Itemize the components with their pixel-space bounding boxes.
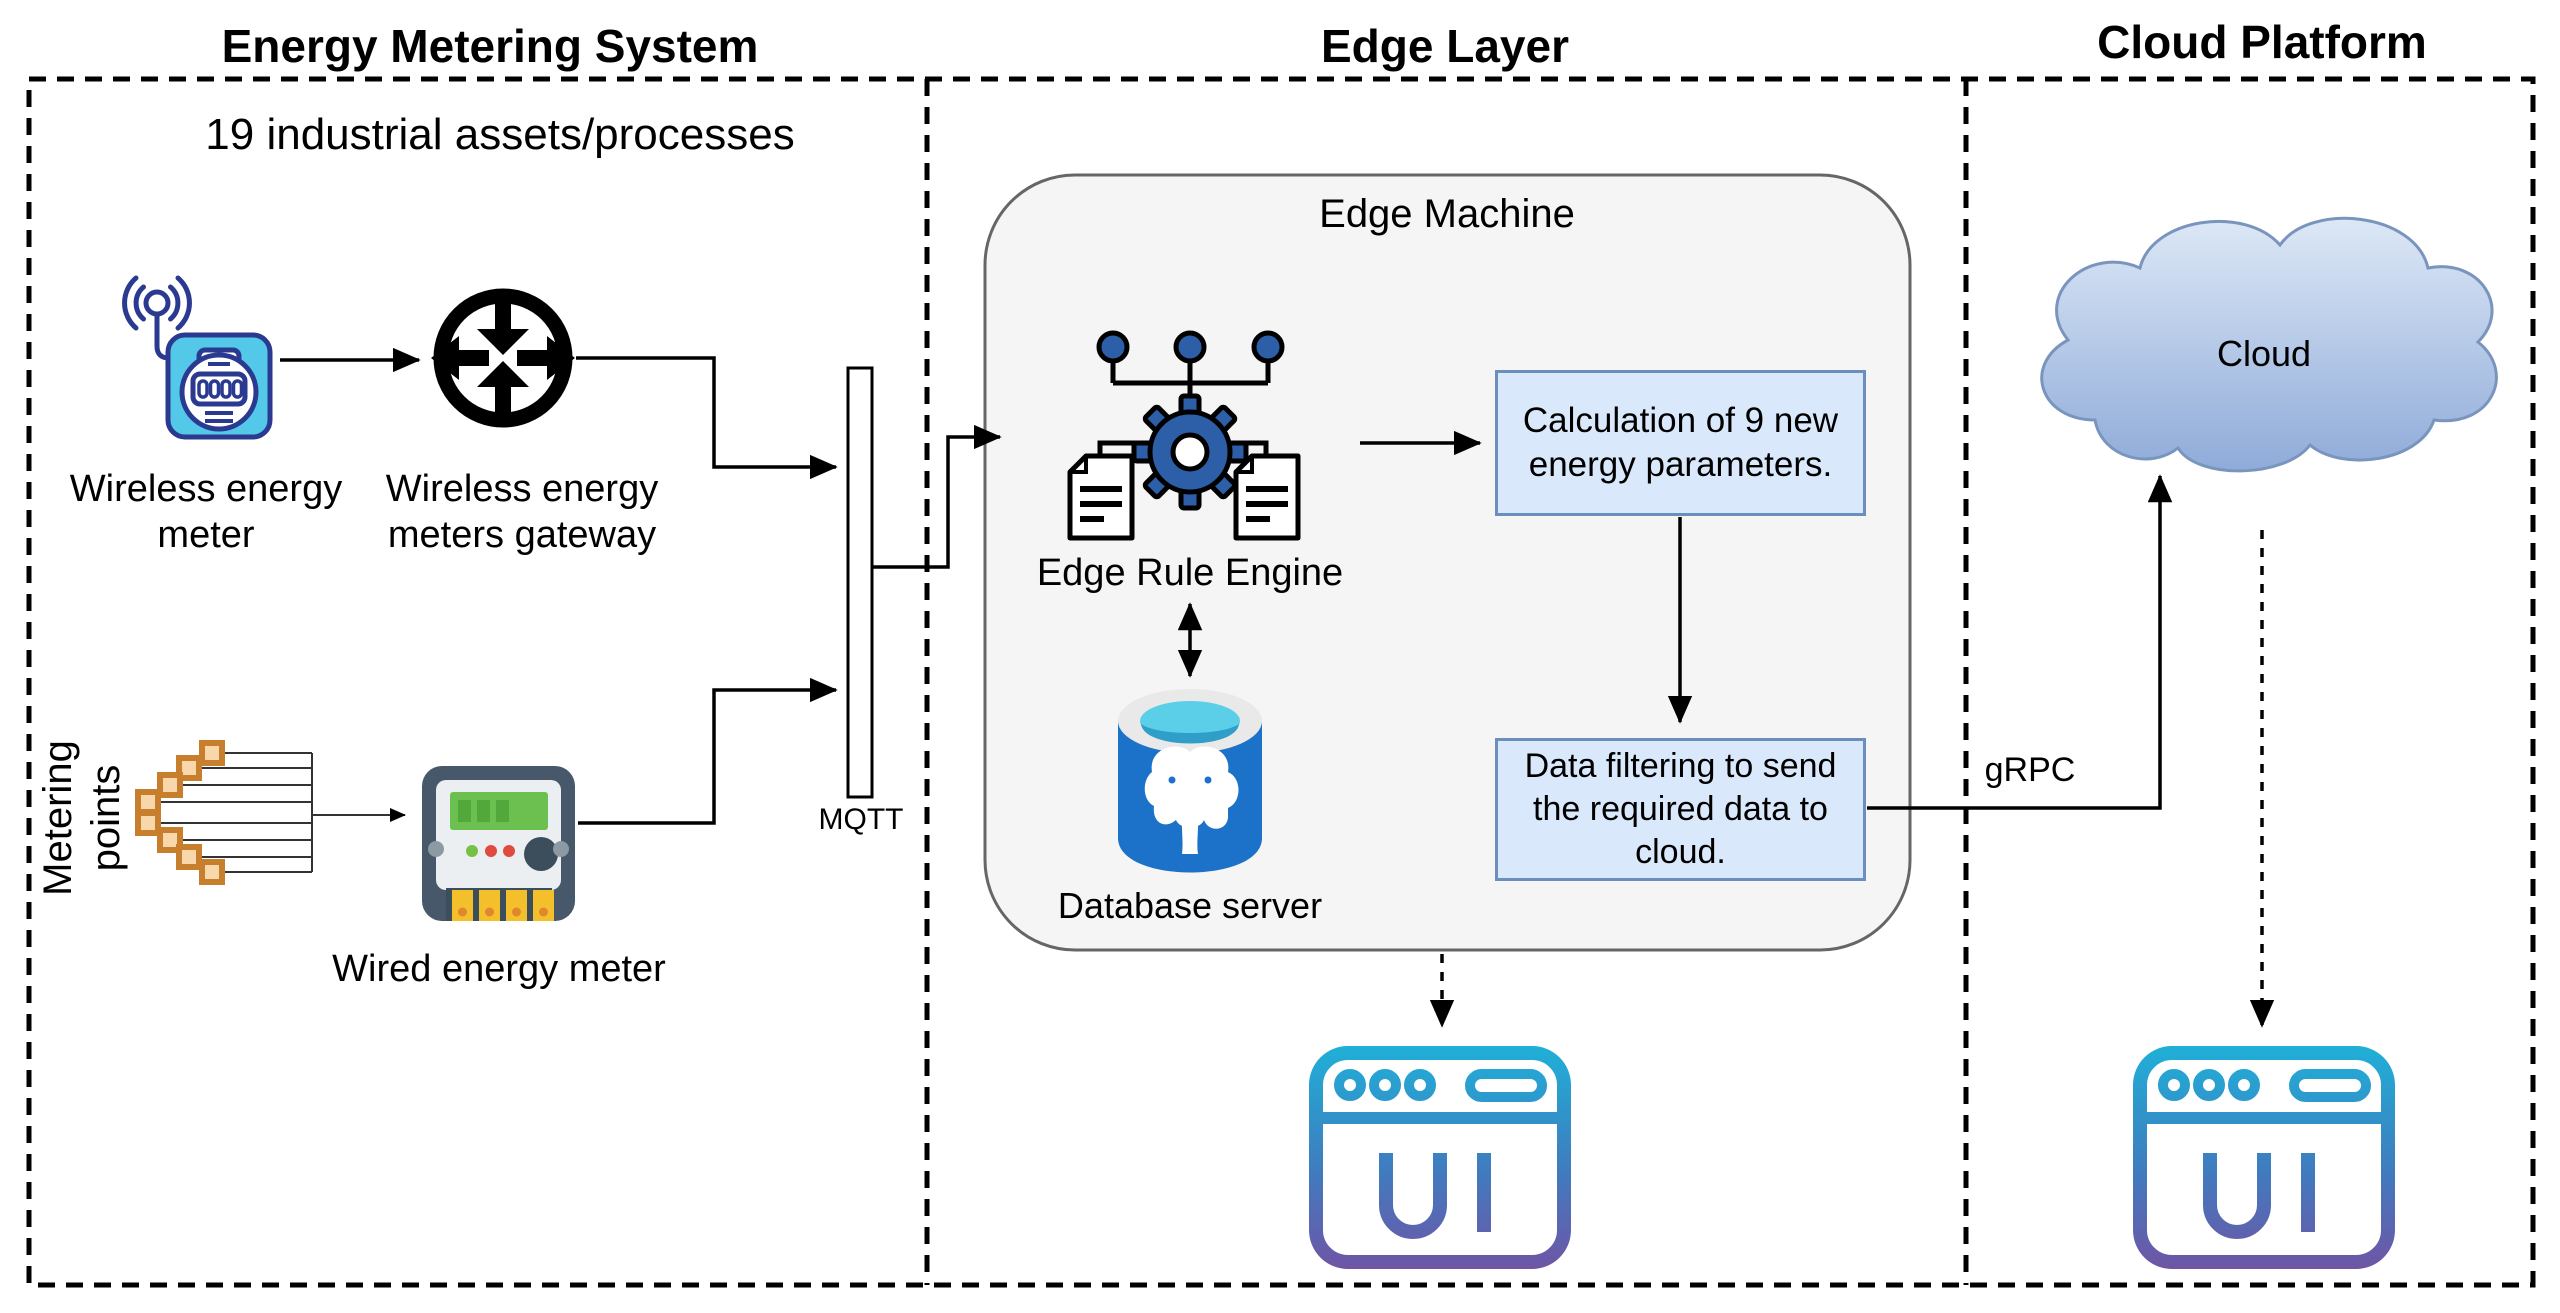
- gateway-label-line2: meters gateway: [387, 514, 657, 557]
- elephant-glyph: [1144, 746, 1239, 854]
- assets-note: 19 industrial assets/processes: [205, 110, 795, 159]
- rule-engine-label: Edge Rule Engine: [1036, 552, 1344, 594]
- gateway-arrow-right: [517, 336, 575, 380]
- gear: [1131, 393, 1249, 511]
- mqtt-bus: [846, 366, 874, 799]
- gateway-arrow-left: [431, 336, 489, 380]
- database-server-label: Database server: [1057, 885, 1323, 926]
- rule-document-left: [1067, 453, 1135, 541]
- section-title-cloud-platform: Cloud Platform: [2097, 16, 2427, 68]
- calculation-box-line1: Calculation of 9 new: [1522, 400, 1839, 440]
- section-title-edge-layer: Edge Layer: [1321, 20, 1569, 72]
- wired-meter-label: Wired energy meter: [332, 948, 666, 990]
- data-filtering-box-line3: cloud.: [1635, 832, 1726, 871]
- calculation-box: Calculation of 9 new energy parameters.: [1495, 370, 1866, 516]
- edge-machine-title: Edge Machine: [1319, 192, 1575, 236]
- mqtt-label: MQTT: [818, 803, 904, 836]
- edge-ui-icon: [1316, 1053, 1564, 1262]
- wireless-gateway-icon: [431, 288, 575, 428]
- arrow-mqtt-to-edge: [872, 424, 1002, 569]
- section-title-energy-metering: Energy Metering System: [221, 20, 759, 72]
- cloud-ui-icon: [2140, 1053, 2388, 1262]
- wireless-energy-meter-icon: [122, 275, 273, 440]
- data-filtering-box: Data filtering to send the required data…: [1495, 738, 1866, 881]
- gateway-arrow-up: [477, 361, 529, 413]
- cloud-label: Cloud: [2216, 333, 2312, 374]
- edge-rule-engine-icon: [1067, 330, 1301, 541]
- data-filtering-box-line1: Data filtering to send: [1524, 747, 1837, 786]
- metering-points-label: Metering points: [34, 740, 130, 896]
- wireless-meter-label: Wireless energy meter: [70, 466, 342, 559]
- arrow-gateway-to-mqtt: [576, 356, 838, 480]
- wireless-meter-label-line2: meter: [157, 514, 255, 557]
- arrow-filter-to-cloud: [1867, 474, 2173, 810]
- gateway-arrow-down: [477, 303, 529, 355]
- wired-energy-meter-icon: [422, 766, 575, 921]
- database-server-icon: [1118, 689, 1262, 873]
- grpc-label: gRPC: [1984, 751, 2076, 789]
- metering-points-label-line1: Metering: [36, 740, 80, 896]
- outer-dashed-border: [26, 76, 2536, 1288]
- calculation-box-line2: energy parameters.: [1528, 445, 1833, 484]
- metering-points-label-line2: points: [84, 764, 128, 872]
- data-filtering-box-line2: the required data to: [1533, 790, 1828, 829]
- zone-frame: [26, 76, 2536, 1288]
- metering-points-icon: [135, 740, 406, 885]
- gateway-label-line1: Wireless energy: [385, 468, 659, 510]
- wireless-meter-label-line1: Wireless energy: [69, 468, 343, 510]
- gateway-label: Wireless energy meters gateway: [386, 466, 658, 559]
- arrow-wired-to-mqtt: [578, 677, 838, 825]
- rule-document-right: [1233, 453, 1301, 541]
- cloud-icon: [2040, 216, 2498, 473]
- connectors: [280, 347, 2275, 1028]
